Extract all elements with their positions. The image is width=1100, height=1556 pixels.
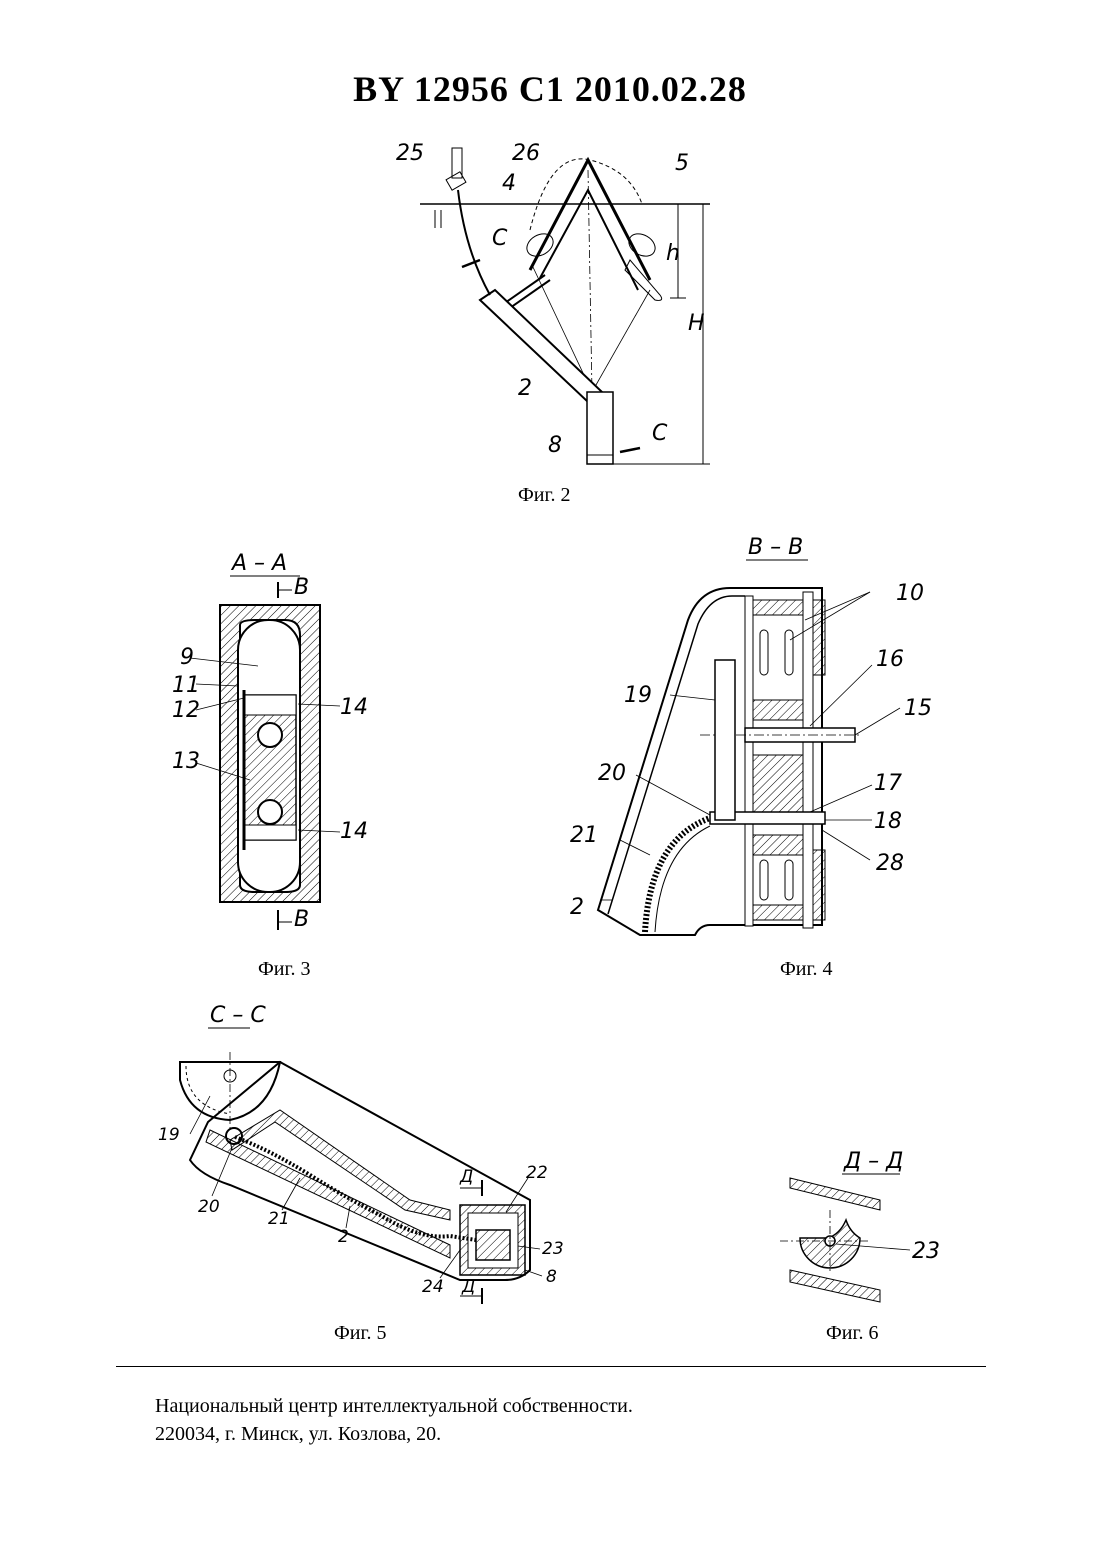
fig4-label-21: 21 <box>570 823 598 848</box>
footer-organization: Национальный центр интеллектуальной собс… <box>155 1392 633 1420</box>
fig2-label-h: h <box>666 241 680 266</box>
figure-2-drawing: 25 26 4 5 C h H 2 8 C <box>380 130 740 480</box>
fig4-label-17: 17 <box>874 771 902 796</box>
fig4-label-19: 19 <box>624 683 652 708</box>
fig5-label-8: 8 <box>546 1267 557 1287</box>
fig5-section-title: C – C <box>210 1003 266 1028</box>
footer-divider <box>116 1366 986 1367</box>
fig5-label-22: 22 <box>526 1163 548 1183</box>
patent-header: BY 12956 C1 2010.02.28 <box>0 68 1100 110</box>
fig5-label-d-top: Д <box>459 1167 473 1187</box>
fig5-label-d-bottom: Д <box>461 1277 475 1297</box>
figure-4-caption: Фиг. 4 <box>780 958 832 981</box>
figure-6-drawing: Д – Д 23 <box>770 1140 950 1310</box>
fig2-label-2: 2 <box>518 376 532 401</box>
fig4-label-2: 2 <box>570 895 584 920</box>
fig3-section-title: A – A <box>230 551 287 576</box>
fig5-label-24: 24 <box>422 1277 444 1297</box>
fig6-label-23: 23 <box>912 1239 940 1264</box>
fig2-label-26: 26 <box>512 141 540 166</box>
fig5-label-2: 2 <box>338 1227 349 1247</box>
footer: Национальный центр интеллектуальной собс… <box>155 1392 633 1448</box>
figure-4: B – B <box>560 530 940 945</box>
fig5-label-19: 19 <box>158 1125 180 1145</box>
fig3-label-14-top: 14 <box>340 695 368 720</box>
fig5-label-23: 23 <box>542 1239 564 1259</box>
figure-2-caption: Фиг. 2 <box>518 484 570 507</box>
figure-5-drawing: C – C 19 20 21 2 Д <box>150 1000 570 1310</box>
figure-6-caption: Фиг. 6 <box>826 1322 878 1345</box>
figure-3: A – A B B 9 11 12 <box>160 540 380 940</box>
fig3-label-b-bottom: B <box>294 907 309 932</box>
fig3-label-b-top: B <box>294 575 309 600</box>
fig2-label-c-bottom: C <box>652 421 668 446</box>
figure-4-drawing: B – B <box>560 530 940 945</box>
fig4-label-10: 10 <box>896 581 924 606</box>
fig2-label-5: 5 <box>675 151 689 176</box>
fig2-label-c-top: C <box>492 226 508 251</box>
fig4-label-15: 15 <box>904 696 932 721</box>
fig4-label-18: 18 <box>874 809 902 834</box>
fig4-label-16: 16 <box>876 647 904 672</box>
fig6-section-title: Д – Д <box>843 1149 903 1174</box>
fig4-label-20: 20 <box>598 761 626 786</box>
fig3-label-13: 13 <box>172 749 200 774</box>
fig3-label-14-bottom: 14 <box>340 819 368 844</box>
fig3-label-11: 11 <box>172 673 200 698</box>
footer-address: 220034, г. Минск, ул. Козлова, 20. <box>155 1420 633 1448</box>
fig5-label-21: 21 <box>268 1209 290 1229</box>
fig5-label-20: 20 <box>198 1197 220 1217</box>
figure-3-caption: Фиг. 3 <box>258 958 310 981</box>
figure-5: C – C 19 20 21 2 Д <box>150 1000 570 1310</box>
figure-3-drawing: A – A B B 9 11 12 <box>160 540 380 940</box>
figure-5-caption: Фиг. 5 <box>334 1322 386 1345</box>
fig2-label-25: 25 <box>396 141 424 166</box>
fig2-label-8: 8 <box>548 433 562 458</box>
fig4-label-28: 28 <box>876 851 904 876</box>
fig3-label-12: 12 <box>172 698 200 723</box>
fig4-section-title: B – B <box>748 535 803 560</box>
figure-6: Д – Д 23 <box>770 1140 950 1310</box>
fig3-label-9: 9 <box>180 645 194 670</box>
fig2-label-4: 4 <box>502 171 516 196</box>
fig2-label-H: H <box>688 311 705 336</box>
figure-2: 25 26 4 5 C h H 2 8 C <box>380 130 740 480</box>
